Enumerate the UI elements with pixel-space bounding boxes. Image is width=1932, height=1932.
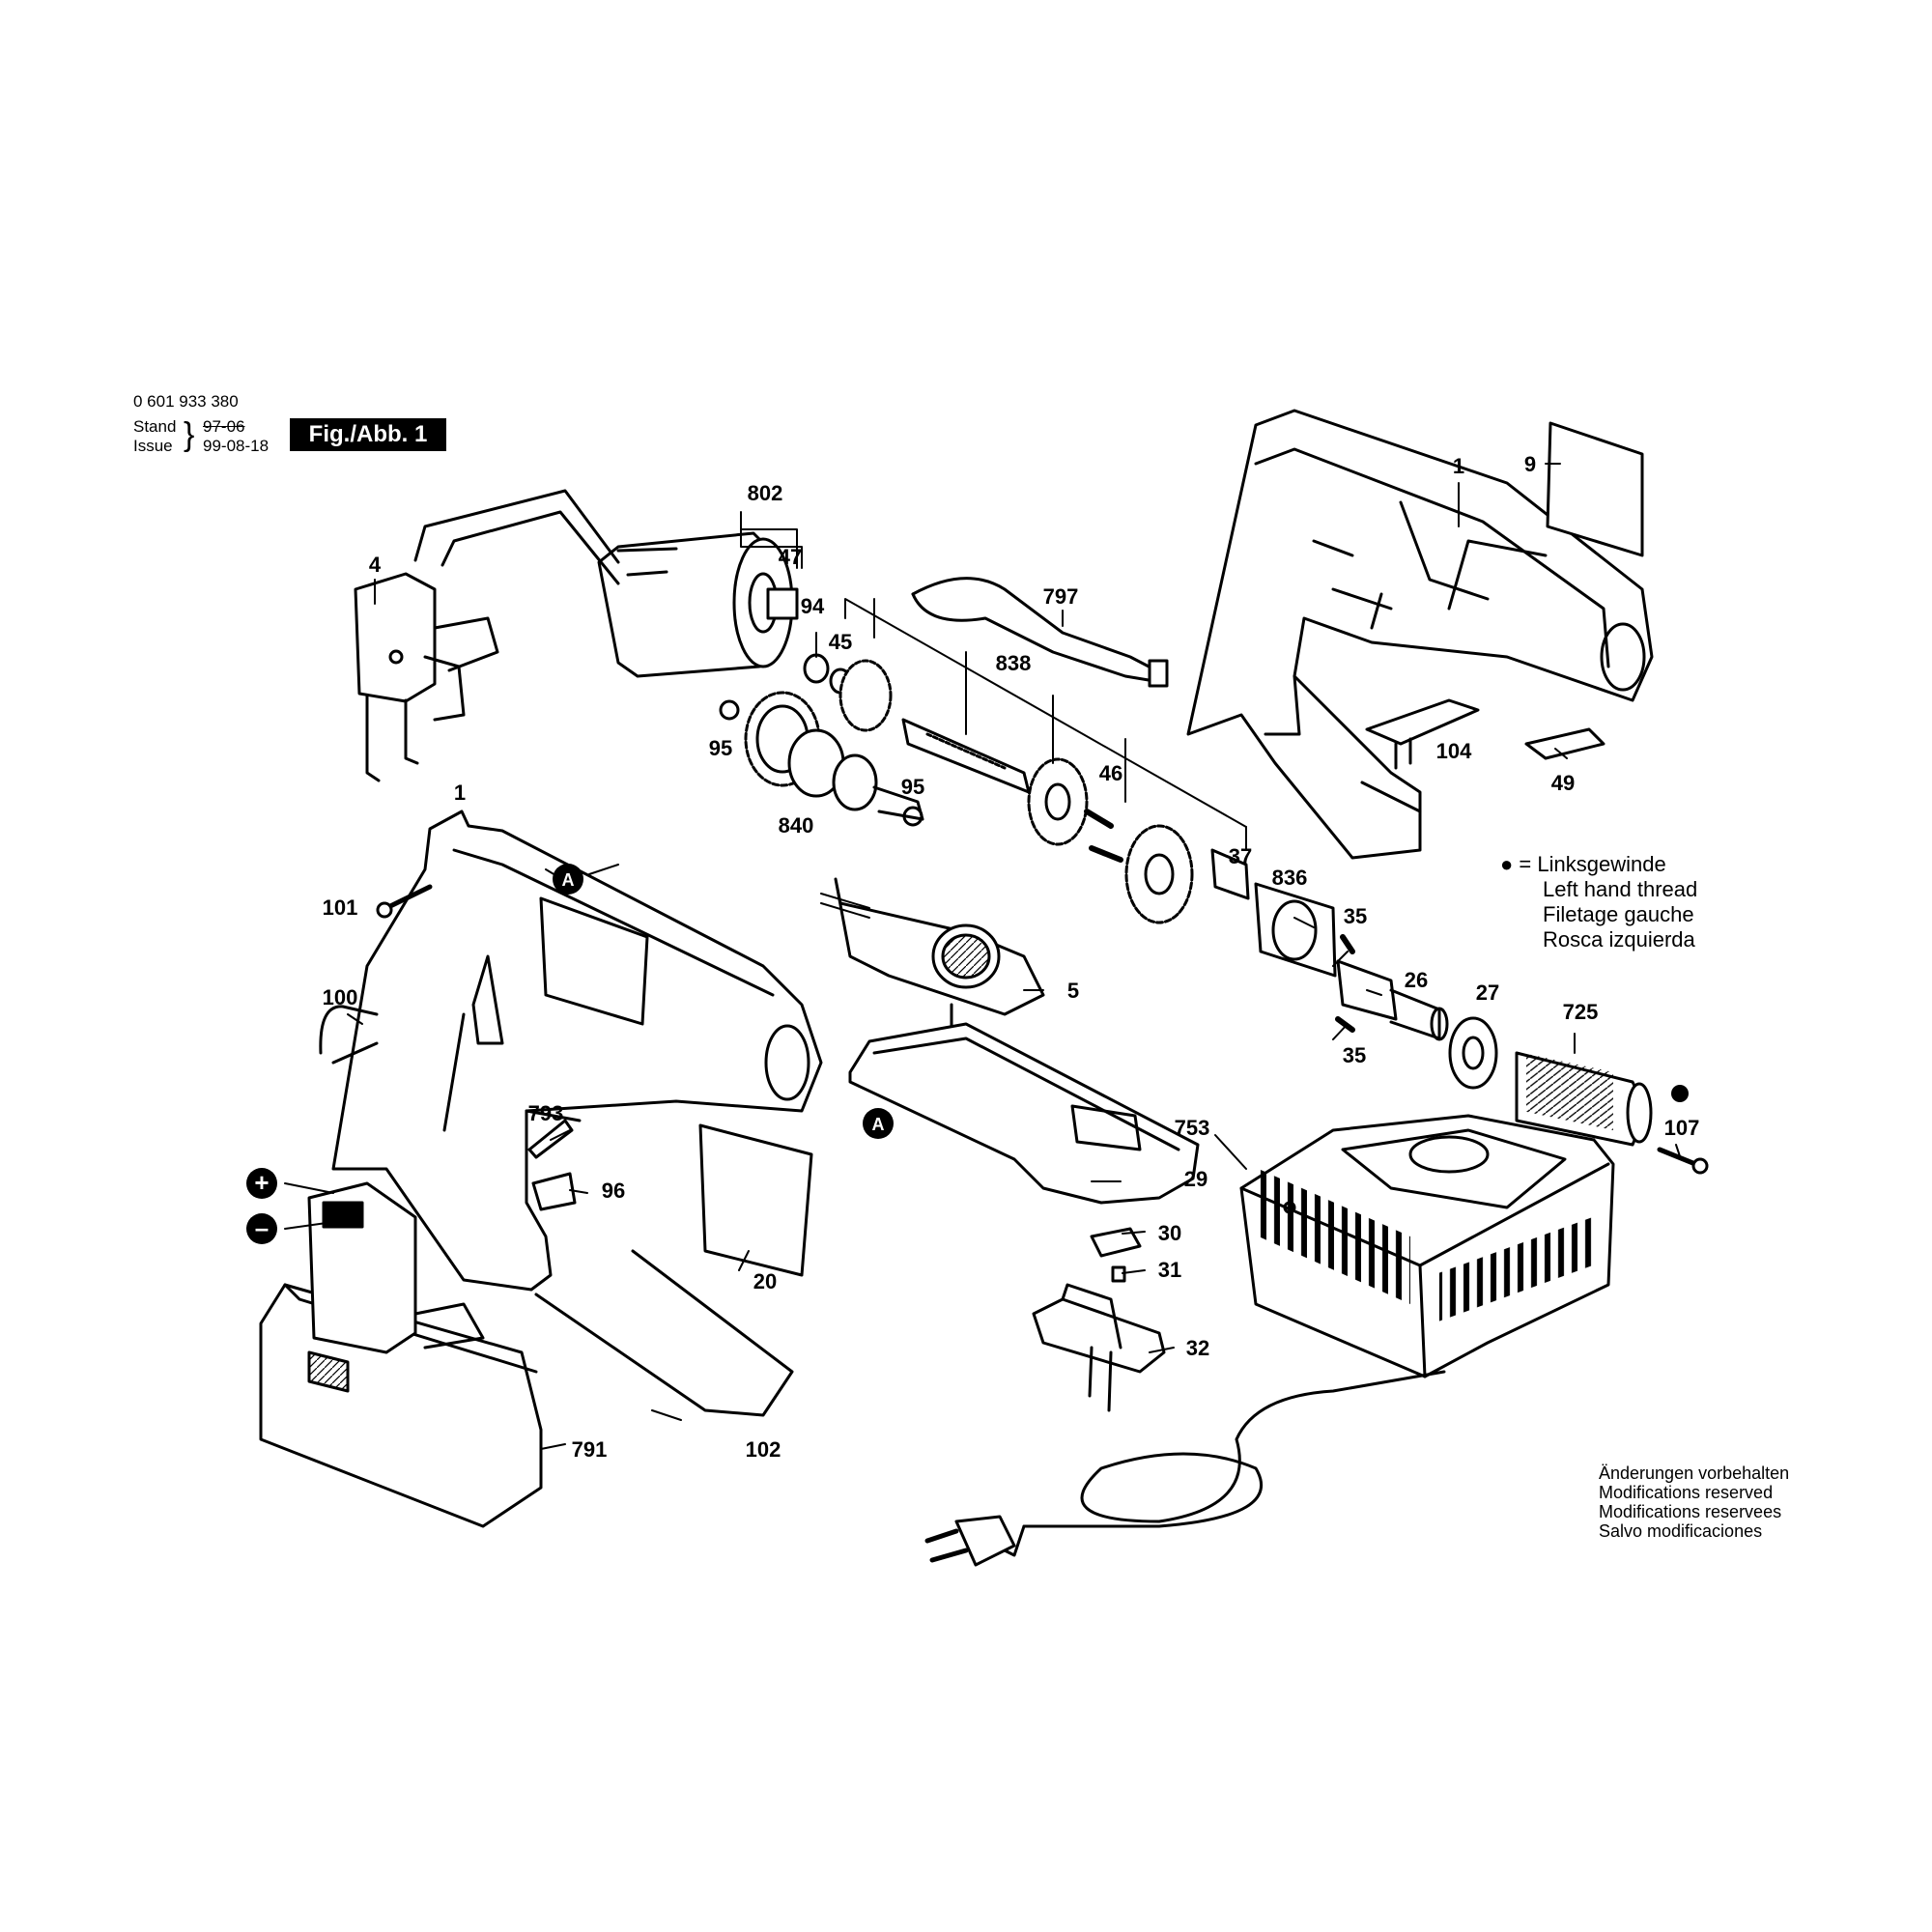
callout-797: 797	[1043, 584, 1079, 609]
switch-slider-5	[820, 877, 1045, 1074]
modification-notes: Änderungen vorbehalten Modifications res…	[1599, 1463, 1789, 1541]
callout-1a: 1	[1453, 454, 1464, 478]
label-plate-9	[1546, 421, 1644, 557]
gear-cluster-840	[719, 691, 924, 827]
marker-a-1	[553, 864, 583, 895]
lh-thread-dot	[1671, 1085, 1689, 1102]
note-line-3: Modifications reservees	[1599, 1502, 1782, 1521]
callout-30: 30	[1158, 1221, 1181, 1245]
strap-797	[911, 577, 1169, 688]
issue-date: 99-08-18	[203, 437, 270, 455]
callout-725: 725	[1563, 1000, 1599, 1024]
charger-753	[1239, 1114, 1615, 1378]
callout-102: 102	[746, 1437, 781, 1462]
callout-37: 37	[1229, 844, 1252, 868]
gear-37	[1124, 824, 1194, 924]
board-104	[1365, 698, 1480, 746]
label-20	[698, 1123, 813, 1277]
callout-793: 793	[528, 1101, 564, 1125]
part-number: 0 601 933 380	[133, 392, 239, 411]
callout-29: 29	[1184, 1167, 1208, 1191]
callout-101: 101	[323, 895, 358, 920]
legend-bullet: ●	[1500, 852, 1514, 876]
callout-26: 26	[1405, 968, 1428, 992]
screw-101	[384, 884, 433, 911]
note-line-2: Modifications reserved	[1599, 1483, 1774, 1502]
legend-line-3: Filetage gauche	[1543, 902, 1694, 926]
callout-32: 32	[1186, 1336, 1209, 1360]
callout-100: 100	[323, 985, 358, 1009]
callout-104: 104	[1436, 739, 1472, 763]
callout-47: 47	[779, 545, 802, 569]
brace: }	[184, 416, 195, 453]
switch-part	[354, 572, 499, 782]
callout-1b: 1	[454, 781, 466, 805]
wire-102	[534, 1249, 794, 1417]
callout-107: 107	[1664, 1116, 1700, 1140]
callout-838: 838	[996, 651, 1032, 675]
callout-49: 49	[1551, 771, 1575, 795]
gear-46	[1027, 757, 1089, 846]
part-31	[1111, 1265, 1126, 1283]
clip-49	[1524, 727, 1605, 760]
callout-5: 5	[1067, 979, 1079, 1003]
cover-29	[848, 1022, 1200, 1205]
callout-9: 9	[1524, 452, 1536, 476]
bearing-94	[803, 653, 830, 684]
legend-line-2: Left hand thread	[1543, 877, 1698, 901]
marker-a-2	[863, 1108, 894, 1139]
figure-label: Fig./Abb. 1	[290, 418, 446, 451]
callout-753: 753	[1175, 1116, 1210, 1140]
battery-791	[259, 1181, 543, 1528]
legend-equals: =	[1519, 852, 1532, 876]
thread-legend: ● = Linksgewinde Left hand thread Fileta…	[1500, 852, 1697, 952]
callout-20: 20	[753, 1269, 777, 1293]
callout-96: 96	[602, 1179, 625, 1203]
callout-94: 94	[801, 594, 825, 618]
callout-27: 27	[1476, 980, 1499, 1005]
callout-95b: 95	[901, 775, 924, 799]
marker-a-label-1: A	[562, 870, 575, 890]
gear-45	[838, 659, 893, 732]
callout-35a: 35	[1344, 904, 1367, 928]
housing-half-right	[1186, 409, 1654, 860]
callout-31: 31	[1158, 1258, 1181, 1282]
part-30	[1090, 1227, 1142, 1258]
legend-line-1: Linksgewinde	[1537, 852, 1666, 876]
marker-a-label-2: A	[872, 1115, 885, 1134]
terminal-plus-label: +	[254, 1168, 269, 1197]
callout-4: 4	[369, 553, 382, 577]
power-cord	[924, 1370, 1446, 1567]
note-line-1: Änderungen vorbehalten	[1599, 1463, 1790, 1483]
terminal-minus-label: –	[255, 1213, 269, 1242]
note-line-4: Salvo modificaciones	[1599, 1521, 1763, 1541]
issue-label: Issue	[133, 437, 173, 455]
terminal-plus	[246, 1168, 277, 1199]
callout-35b: 35	[1343, 1043, 1366, 1067]
bearing-27	[1448, 1016, 1498, 1090]
stand-label: Stand	[133, 417, 177, 436]
callout-46: 46	[1099, 761, 1122, 785]
callout-95a: 95	[709, 736, 732, 760]
terminal-minus	[246, 1213, 277, 1244]
wire-100	[319, 1005, 379, 1065]
callout-45: 45	[829, 630, 852, 654]
callout-802: 802	[748, 481, 783, 505]
housing-half-left	[331, 810, 823, 1292]
callout-840: 840	[779, 813, 814, 838]
callout-791: 791	[572, 1437, 608, 1462]
callout-836: 836	[1272, 866, 1308, 890]
stand-date: 97-06	[203, 417, 245, 436]
part-32	[1032, 1283, 1166, 1412]
motor-part	[413, 489, 799, 678]
holder-96	[531, 1172, 577, 1211]
chuck-725	[1515, 1051, 1709, 1175]
legend-line-4: Rosca izquierda	[1543, 927, 1695, 952]
